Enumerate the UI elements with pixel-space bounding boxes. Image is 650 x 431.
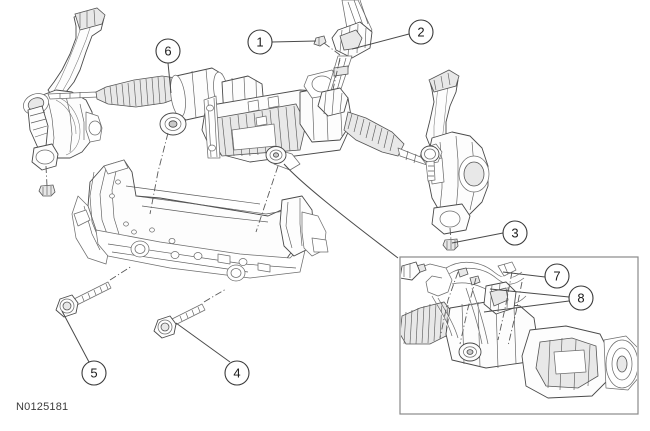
leader-5 bbox=[61, 310, 90, 363]
callout-8-label: 8 bbox=[577, 291, 584, 306]
leader-1 bbox=[271, 40, 317, 43]
leader-gear-to-subframe bbox=[149, 132, 169, 215]
callout-5[interactable]: 5 bbox=[81, 360, 107, 386]
callout-7[interactable]: 7 bbox=[544, 263, 570, 289]
front-wheel-knuckle-right bbox=[419, 69, 490, 251]
figure-part-number: N0125181 bbox=[16, 401, 69, 413]
steering-gear-assembly bbox=[159, 67, 431, 171]
leader-6 bbox=[167, 62, 172, 94]
callout-leaders bbox=[61, 33, 570, 363]
front-subframe-crossmember bbox=[71, 159, 329, 282]
subframe-mounting-bolt-left bbox=[55, 265, 133, 318]
leader-3 bbox=[451, 232, 504, 244]
front-wheel-knuckle-left bbox=[23, 7, 106, 197]
callout-6[interactable]: 6 bbox=[155, 38, 181, 64]
leader-7 bbox=[502, 271, 546, 278]
intermediate-shaft bbox=[313, 0, 373, 117]
leader-link-to-subframe bbox=[255, 165, 279, 233]
callout-8[interactable]: 8 bbox=[568, 285, 594, 311]
callout-7-label: 7 bbox=[553, 269, 560, 284]
subframe-mounting-bolt-right bbox=[153, 288, 227, 339]
callout-3-label: 3 bbox=[511, 226, 518, 241]
callout-6-label: 6 bbox=[164, 44, 171, 59]
leader-4 bbox=[175, 322, 231, 363]
leader-8b bbox=[483, 300, 570, 313]
callout-2-label: 2 bbox=[417, 25, 424, 40]
callout-3[interactable]: 3 bbox=[502, 220, 528, 246]
callout-1[interactable]: 1 bbox=[247, 29, 273, 55]
leader-rack-to-inset bbox=[283, 163, 399, 259]
callout-2[interactable]: 2 bbox=[408, 19, 434, 45]
callout-5-label: 5 bbox=[90, 366, 97, 381]
leader-8a bbox=[489, 288, 570, 298]
callout-4-label: 4 bbox=[233, 366, 240, 381]
callout-1-label: 1 bbox=[256, 35, 263, 50]
callout-4[interactable]: 4 bbox=[224, 360, 250, 386]
leader-2 bbox=[351, 33, 410, 50]
inset-detail-panel bbox=[399, 256, 639, 415]
